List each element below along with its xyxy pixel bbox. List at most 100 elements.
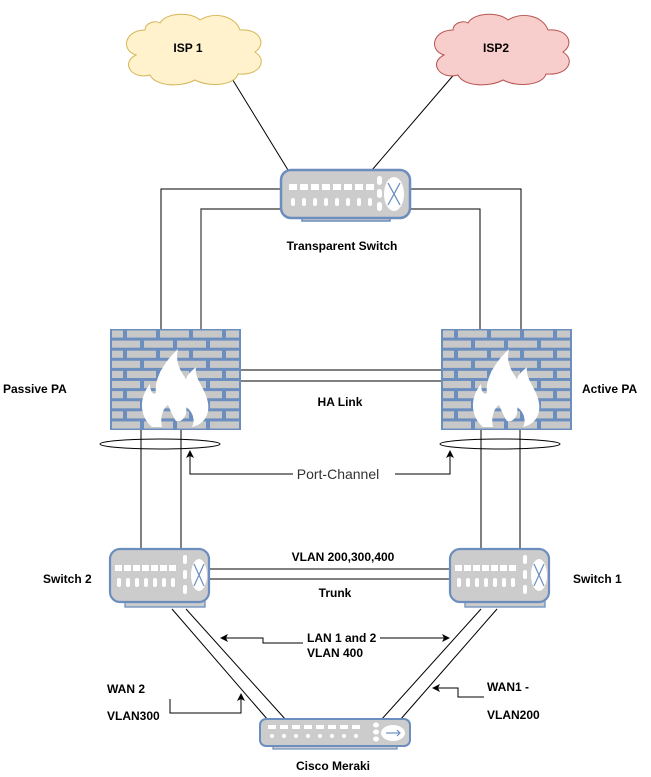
led-icon (377, 189, 382, 198)
meraki-ports (268, 722, 379, 742)
port-icon (502, 578, 506, 587)
brick (226, 370, 239, 378)
brick (112, 360, 140, 368)
led-icon (373, 729, 379, 735)
wan1-arrow (432, 684, 484, 698)
port-icon (151, 565, 158, 571)
brick (144, 340, 173, 348)
brick (491, 330, 520, 338)
led-icon (373, 722, 379, 728)
port-icon (270, 734, 274, 738)
port-icon (171, 578, 175, 587)
transparent-switch[interactable] (279, 168, 412, 222)
lan-arrow-left (220, 634, 303, 644)
port-icon (342, 734, 346, 738)
port-icon (160, 565, 167, 571)
port-icon (455, 565, 462, 571)
transparent-switch-label: Transparent Switch (287, 239, 398, 253)
brick (443, 411, 454, 419)
arrow-right-icon (386, 729, 401, 737)
brick (210, 421, 239, 429)
port-icon (318, 734, 322, 738)
brick (193, 391, 222, 399)
brick (524, 391, 553, 399)
port-icon (268, 725, 276, 729)
port-icon (457, 578, 461, 587)
wan2-label-line2: VLAN300 (107, 709, 160, 723)
led-icon (523, 555, 527, 564)
port-icon (142, 565, 149, 571)
led-icon (183, 570, 187, 579)
brick (177, 421, 206, 429)
brick (458, 370, 487, 378)
brick (127, 330, 156, 338)
port-icon (464, 565, 471, 571)
port-icon (509, 565, 516, 571)
port-icon (291, 198, 295, 206)
led-icon (377, 176, 382, 185)
active-pa-firewall[interactable] (441, 329, 572, 430)
vlan-trunk-label: VLAN 200,300,400 (292, 550, 395, 564)
port-icon (354, 734, 358, 738)
passive-pa-firewall[interactable] (110, 329, 241, 430)
port-icon (368, 198, 372, 206)
brick (541, 381, 570, 389)
wan1-label-line1: WAN1 - (487, 680, 529, 694)
port-icon (294, 734, 298, 738)
brick (443, 381, 471, 389)
brick (524, 330, 553, 338)
led-icon (183, 585, 187, 594)
brick (193, 370, 222, 378)
port-icon (511, 578, 515, 587)
brick (458, 411, 487, 419)
switch-1-label: Switch 1 (573, 572, 622, 586)
port-icon (153, 578, 157, 587)
port-icon (357, 198, 361, 206)
brick (112, 401, 140, 409)
brick (226, 330, 239, 338)
wire-switch2-meraki-1 (171, 608, 269, 721)
brick (541, 360, 570, 368)
port-icon (144, 578, 148, 587)
brick (127, 391, 156, 399)
brick (112, 411, 123, 419)
port-icon (352, 725, 360, 729)
brick (226, 391, 239, 399)
port-icon (340, 725, 348, 729)
wire-tswitch-passive-outer (160, 188, 282, 329)
wire-isp2-switch (371, 63, 464, 171)
switch-2[interactable] (108, 547, 211, 608)
port-icon (475, 578, 479, 587)
led-icon (523, 585, 527, 594)
switch-1[interactable] (448, 547, 551, 608)
port-icon (300, 184, 308, 190)
brick (210, 360, 239, 368)
cloud-isp1-label: ISP 1 (173, 41, 202, 55)
brick (177, 360, 206, 368)
brick (508, 340, 537, 348)
brick (557, 411, 570, 419)
cisco-meraki[interactable] (259, 718, 411, 750)
brick (524, 350, 553, 358)
port-icon (344, 184, 352, 190)
port-icon (333, 184, 341, 190)
brick (112, 330, 123, 338)
active-pa-label: Active PA (582, 382, 637, 396)
wire-switch1-meraki-1 (380, 608, 482, 721)
wan1-label-line2: VLAN200 (487, 708, 540, 722)
port-icon (313, 198, 317, 206)
wire-isp1-switch (222, 63, 289, 171)
brick (144, 360, 173, 368)
port-icon (133, 565, 140, 571)
wire-tswitch-active-inner (410, 208, 481, 329)
port-icon (316, 725, 324, 729)
lan-label-line2: VLAN 400 (307, 646, 363, 660)
brick (443, 401, 471, 409)
brick (524, 411, 553, 419)
wire-tswitch-active-outer (410, 188, 522, 329)
brick (193, 330, 222, 338)
flame-icon (472, 349, 540, 427)
flame-icon (141, 349, 209, 427)
brick (193, 350, 222, 358)
port-icon (311, 184, 319, 190)
